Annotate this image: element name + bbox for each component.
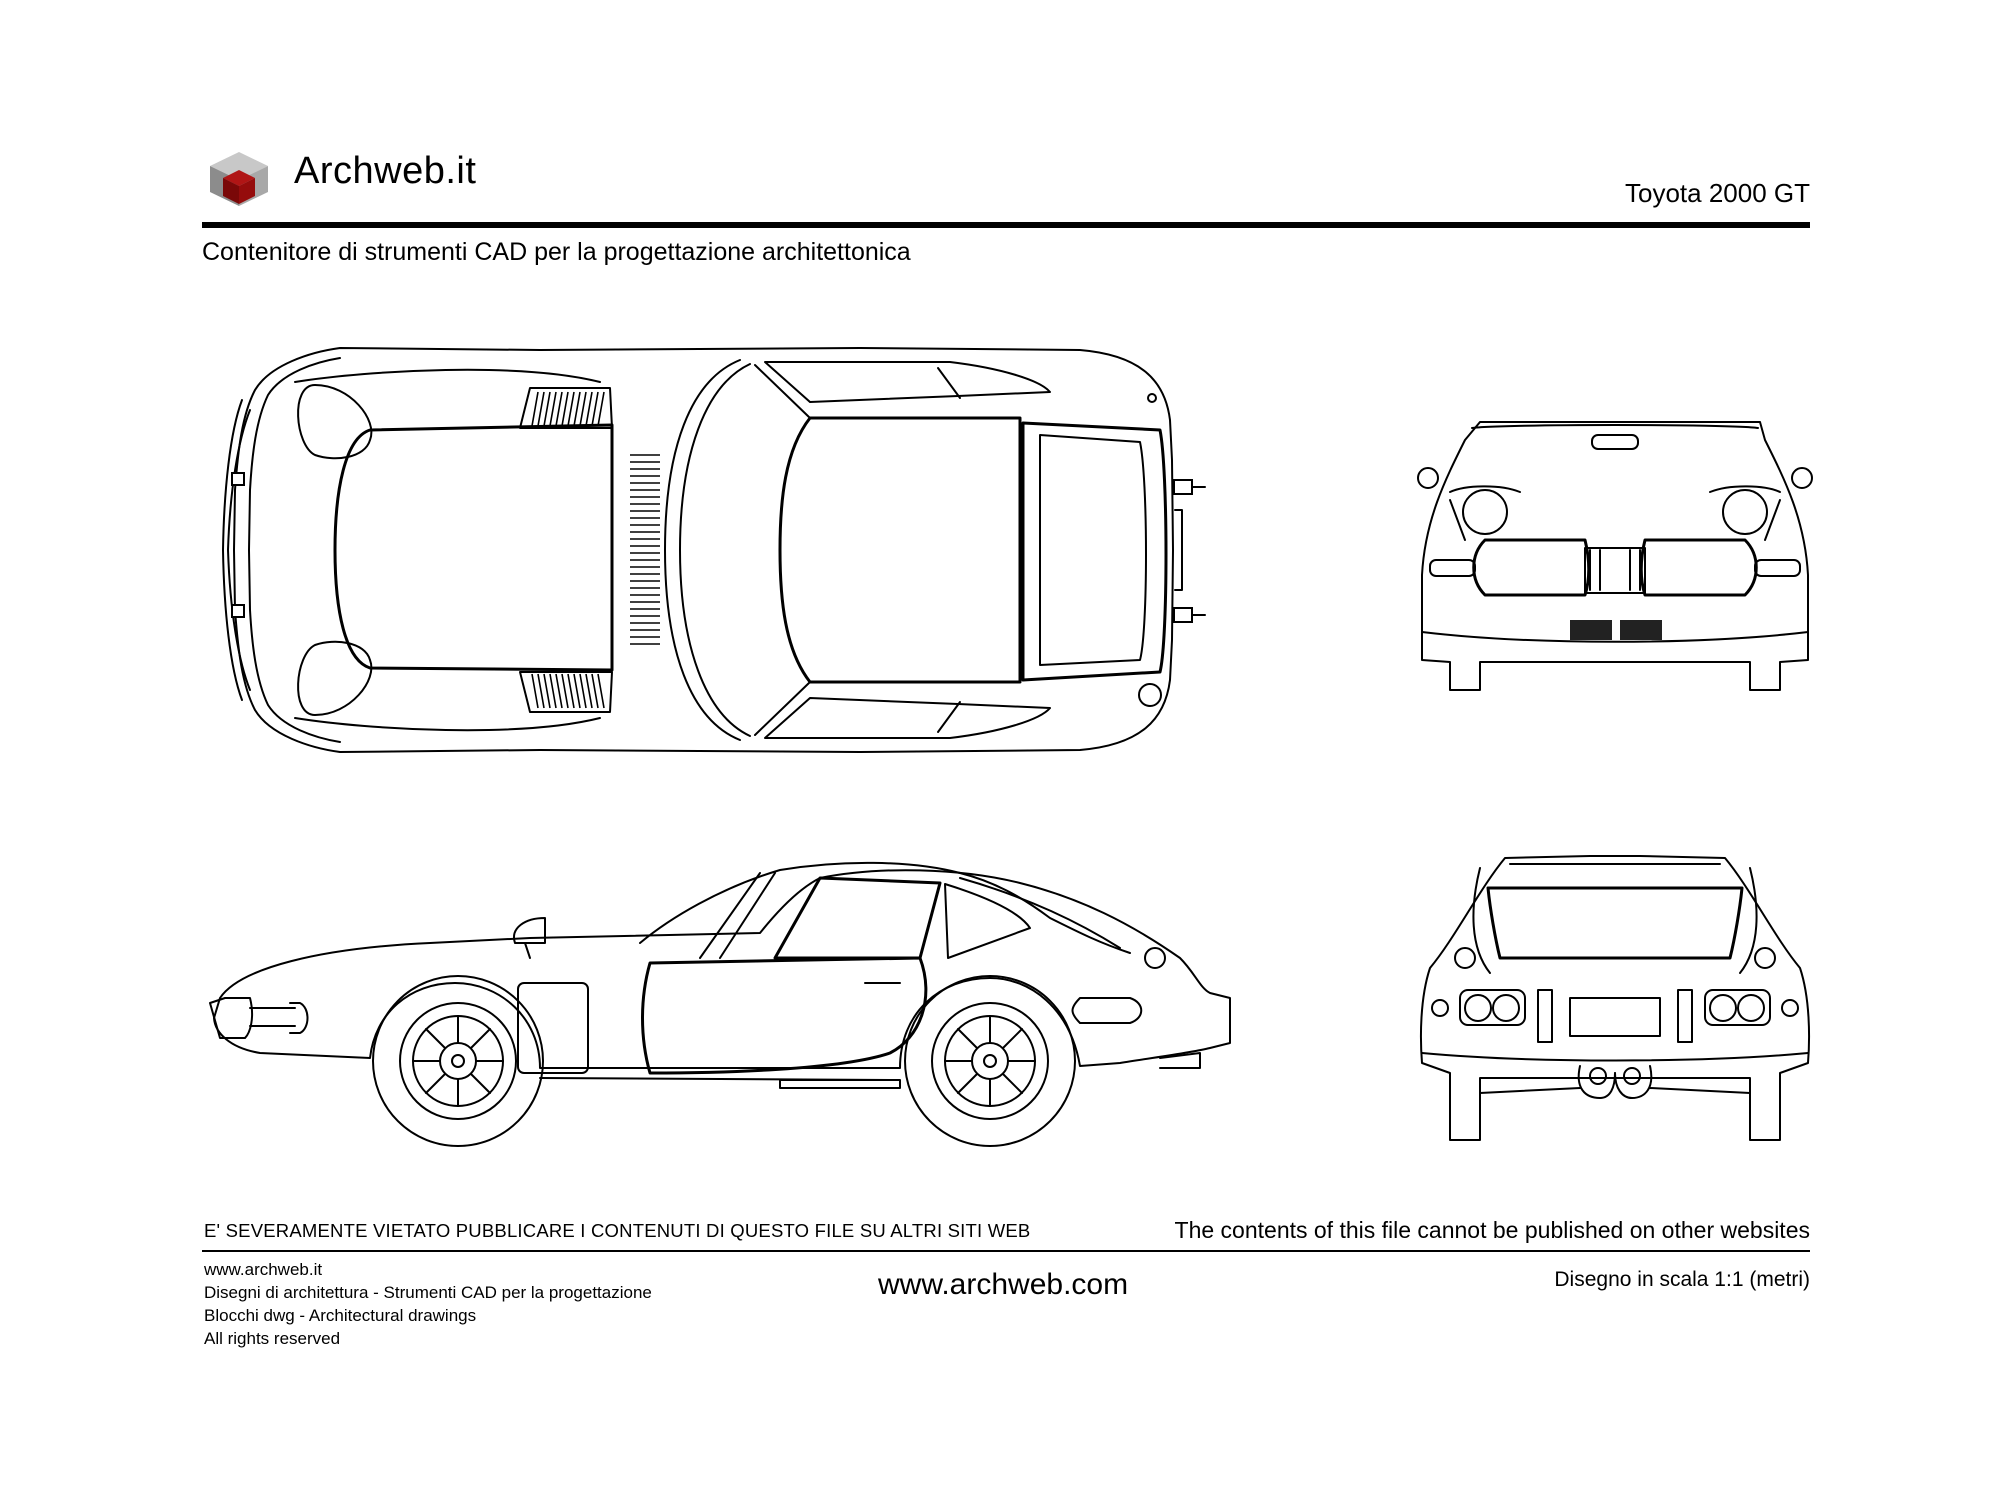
footer-line: Blocchi dwg - Architectural drawings: [204, 1306, 477, 1325]
header-rule: [202, 222, 1810, 228]
cube-logo-icon: [210, 152, 268, 206]
footer-center-url[interactable]: www.archweb.com: [878, 1268, 1129, 1301]
cowl-vent: [630, 455, 660, 644]
brand-name: Archweb.it: [294, 150, 477, 192]
footer-site-link[interactable]: www.archweb.it: [204, 1260, 323, 1279]
footer-line: All rights reserved: [204, 1329, 341, 1348]
scale-note: Disegno in scala 1:1 (metri): [1554, 1268, 1810, 1291]
hood-vent-bottom: [532, 674, 604, 708]
hood-vent-top: [532, 392, 604, 426]
tagline: Contenitore di strumenti CAD per la prog…: [202, 238, 911, 266]
warning-english: The contents of this file cannot be publ…: [1174, 1217, 1810, 1243]
front-view: [1410, 400, 1820, 700]
warning-italian: E' SEVERAMENTE VIETATO PUBBLICARE I CONT…: [204, 1220, 1031, 1241]
side-view: [200, 848, 1260, 1148]
footer-line: Disegni di architettura - Strumenti CAD …: [204, 1283, 652, 1302]
footer-rule: [202, 1250, 1810, 1252]
rear-view: [1410, 848, 1820, 1148]
model-title: Toyota 2000 GT: [1625, 178, 1810, 208]
top-view: [220, 340, 1280, 760]
